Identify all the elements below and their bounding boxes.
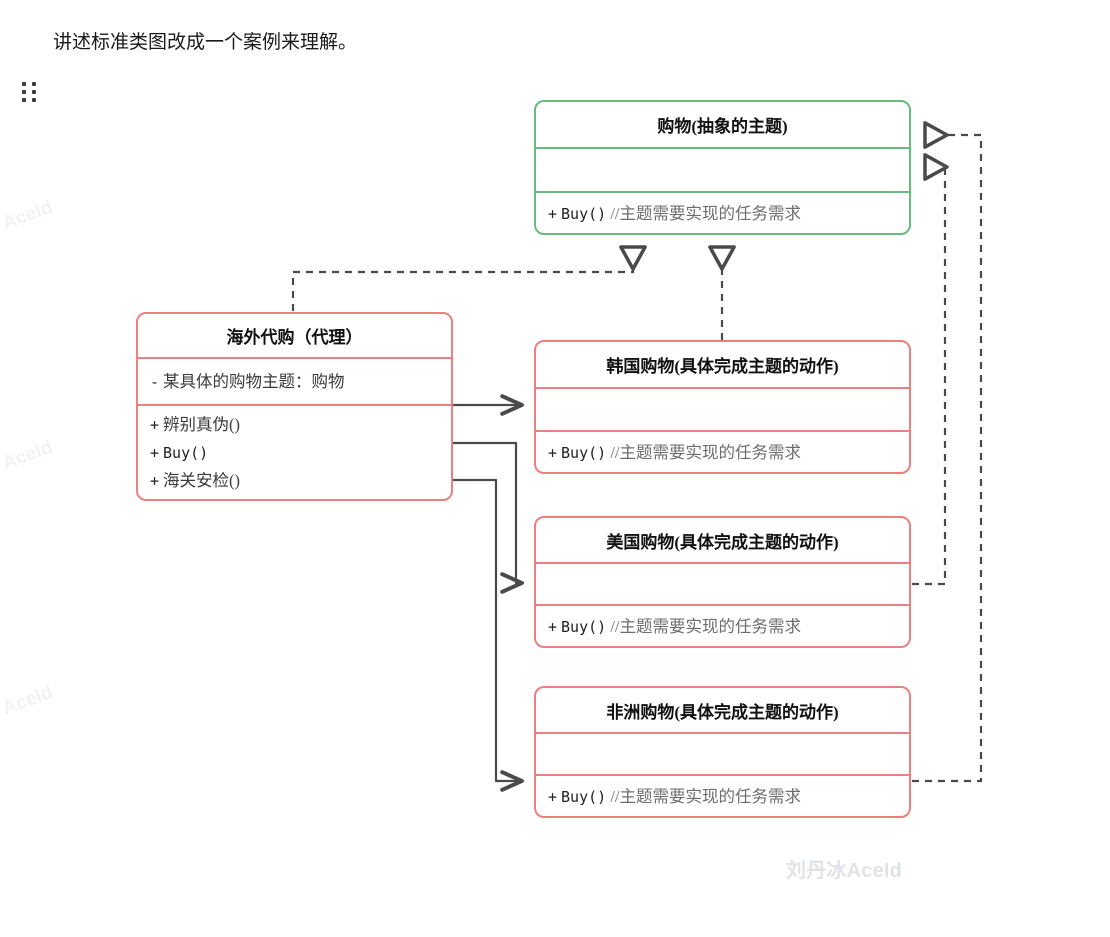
class-methods-overseas-agent: +辨别真伪() +Buy() +海关安检() [138, 406, 451, 499]
watermark-side-2: AceId [0, 436, 56, 475]
class-box-korea-shopping[interactable]: 韩国购物(具体完成主题的动作) +Buy() //主题需要实现的任务需求 [534, 340, 911, 474]
class-divider [536, 191, 909, 193]
visibility-marker: + [548, 618, 558, 636]
drag-dot [22, 98, 26, 102]
relation-agent-to-shopping [291, 245, 647, 311]
class-attribute-row: -某具体的购物主题：购物 [150, 368, 439, 396]
drag-dot [32, 98, 36, 102]
class-divider [536, 147, 909, 149]
visibility-marker: - [150, 372, 160, 391]
class-box-africa-shopping[interactable]: 非洲购物(具体完成主题的动作) +Buy() //主题需要实现的任务需求 [534, 686, 911, 818]
class-attributes-shopping [536, 149, 909, 191]
method-signature: Buy() [561, 205, 607, 223]
visibility-marker: + [548, 205, 558, 223]
class-method-row: +Buy() //主题需要实现的任务需求 [548, 200, 897, 228]
class-method-row: +Buy() [150, 439, 439, 467]
method-signature: Buy() [561, 444, 607, 462]
method-comment: //主题需要实现的任务需求 [610, 787, 801, 806]
class-method-row: +海关安检() [150, 467, 439, 495]
class-method-row: +Buy() //主题需要实现的任务需求 [548, 783, 897, 811]
relation-agent-to-africa [453, 478, 524, 792]
watermark-side-1: AceId [0, 196, 56, 235]
relation-usa-to-shopping [912, 153, 949, 586]
class-title-africa-shopping: 非洲购物(具体完成主题的动作) [606, 702, 839, 722]
class-title-overseas-agent: 海外代购（代理） [226, 328, 363, 347]
class-divider [138, 357, 451, 359]
visibility-marker: + [548, 788, 558, 806]
class-methods-usa-shopping: +Buy() //主题需要实现的任务需求 [536, 606, 909, 646]
drag-dot [32, 82, 36, 86]
method-signature: Buy() [561, 788, 607, 806]
drag-dots-icon[interactable] [22, 82, 38, 104]
method-signature: 海关安检() [163, 470, 241, 490]
class-box-overseas-agent[interactable]: 海外代购（代理） -某具体的购物主题：购物 +辨别真伪() +Buy() +海关… [136, 312, 453, 501]
class-box-usa-shopping[interactable]: 美国购物(具体完成主题的动作) +Buy() //主题需要实现的任务需求 [534, 516, 911, 648]
class-attributes-africa-shopping [536, 734, 909, 774]
drag-dot [32, 90, 36, 94]
class-title-korea-shopping: 韩国购物(具体完成主题的动作) [606, 357, 839, 376]
method-signature: 辨别真伪() [163, 414, 241, 434]
method-comment: //主题需要实现的任务需求 [610, 617, 801, 636]
class-box-shopping[interactable]: 购物(抽象的主题) +Buy() //主题需要实现的任务需求 [534, 100, 911, 235]
class-method-row: +Buy() //主题需要实现的任务需求 [548, 439, 897, 467]
drag-dot [22, 90, 26, 94]
class-methods-shopping: +Buy() //主题需要实现的任务需求 [536, 193, 909, 233]
class-divider [536, 604, 909, 606]
class-attributes-overseas-agent: -某具体的购物主题：购物 [138, 359, 451, 404]
class-title-shopping: 购物(抽象的主题) [657, 117, 788, 136]
class-title-usa-shopping: 美国购物(具体完成主题的动作) [606, 532, 839, 552]
class-attributes-usa-shopping [536, 564, 909, 604]
class-divider [536, 387, 909, 389]
class-divider [138, 404, 451, 406]
attribute-signature: 某具体的购物主题：购物 [163, 371, 345, 391]
relation-africa-to-shopping [912, 121, 983, 783]
class-divider [536, 562, 909, 564]
class-method-row: +辨别真伪() [150, 411, 439, 439]
relation-agent-to-usa [453, 441, 524, 594]
visibility-marker: + [548, 444, 558, 462]
watermark-side-3: AceId [0, 681, 56, 720]
visibility-marker: + [150, 443, 160, 462]
class-methods-africa-shopping: +Buy() //主题需要实现的任务需求 [536, 776, 909, 816]
method-comment: //主题需要实现的任务需求 [610, 204, 801, 223]
method-signature: Buy() [561, 618, 607, 636]
class-method-row: +Buy() //主题需要实现的任务需求 [548, 613, 897, 641]
class-divider [536, 430, 909, 432]
visibility-marker: + [150, 471, 160, 490]
method-comment: //主题需要实现的任务需求 [610, 443, 801, 462]
class-methods-korea-shopping: +Buy() //主题需要实现的任务需求 [536, 432, 909, 472]
class-divider [536, 774, 909, 776]
watermark-author: 刘丹冰AceId [786, 860, 903, 882]
method-signature: Buy() [163, 443, 209, 462]
class-attributes-korea-shopping [536, 389, 909, 430]
page-intro-text: 讲述标准类图改成一个案例来理解。 [53, 32, 358, 53]
drag-dot [22, 82, 26, 86]
visibility-marker: + [150, 415, 160, 434]
class-divider [536, 732, 909, 734]
